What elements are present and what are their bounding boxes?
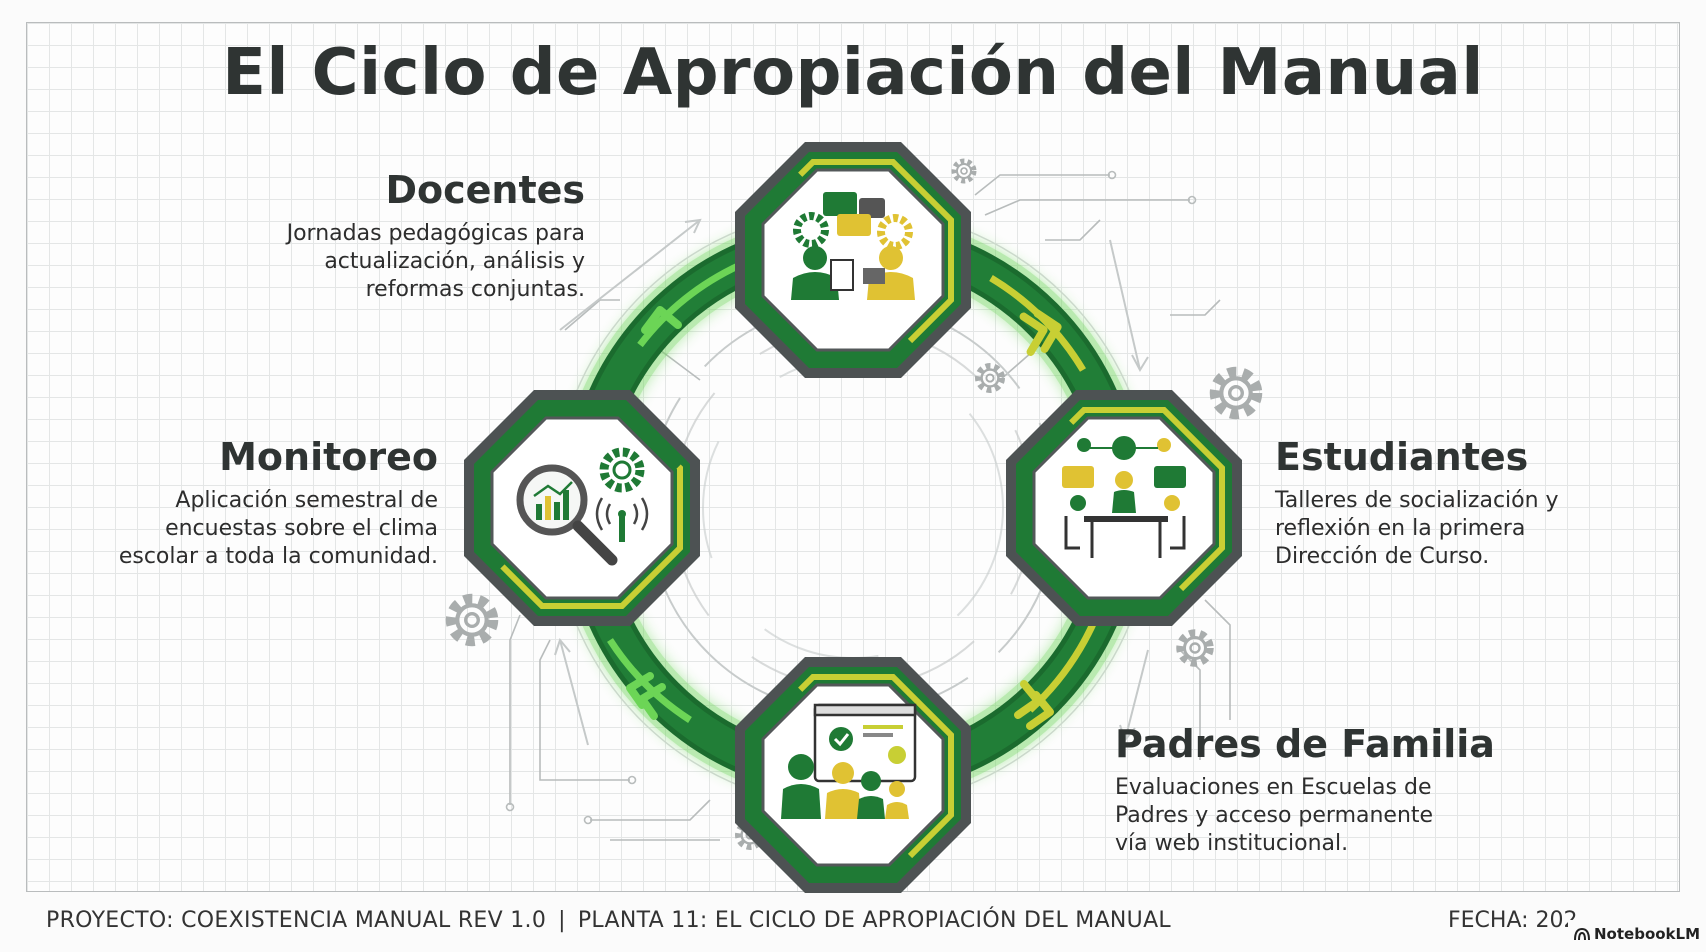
- stage-docentes-heading: Docentes: [385, 168, 585, 212]
- meeting-teachers-icon: [791, 192, 915, 300]
- monitoring-chart-icon: [516, 447, 649, 566]
- stage-monitoreo-heading: Monitoreo: [219, 435, 438, 479]
- stage-padres-text: Evaluaciones en Escuelas de Padres y acc…: [1115, 775, 1434, 856]
- stage-estudiantes-heading: Estudiantes: [1275, 435, 1529, 479]
- direction-arrows: [626, 306, 1062, 730]
- footer-caption: PROYECTO: COEXISTENCIA MANUAL REV 1.0 | PL…: [46, 908, 1171, 933]
- stage-monitoreo: Monitoreo Aplicación semestral de encues…: [80, 435, 438, 571]
- node-estudiantes: [1006, 390, 1242, 626]
- brand-label: NotebookLM: [1594, 925, 1701, 943]
- node-monitoreo: [464, 390, 700, 626]
- stage-padres: Padres de Familia Evaluaciones en Escuel…: [1115, 722, 1555, 858]
- stage-monitoreo-text: Aplicación semestral de encuestas sobre …: [118, 488, 438, 569]
- stage-docentes: Docentes Jornadas pedagógicas para actua…: [170, 168, 585, 304]
- stage-docentes-text: Jornadas pedagógicas para actualización,…: [286, 221, 585, 302]
- footer-project: PROYECTO: COEXISTENCIA MANUAL REV 1.0: [46, 908, 547, 933]
- footer-plan: PLANTA 11: EL CICLO DE APROPIACIÓN DEL M…: [577, 908, 1171, 933]
- footer-date: FECHA: 202: [1448, 908, 1578, 933]
- students-table-icon: [1062, 436, 1186, 558]
- notebooklm-badge: NotebookLM: [1568, 920, 1706, 948]
- node-docentes: [735, 142, 971, 378]
- footer-separator: |: [558, 908, 566, 933]
- notebooklm-logo-icon: [1574, 927, 1590, 941]
- stage-estudiantes: Estudiantes Talleres de socialización y …: [1275, 435, 1675, 571]
- outer-arrows: [554, 218, 1149, 746]
- stage-estudiantes-text: Talleres de socialización y reflexión en…: [1275, 488, 1559, 569]
- node-padres: [735, 657, 971, 893]
- family-web-icon: [781, 703, 917, 819]
- page-title: El Ciclo de Apropiación del Manual: [222, 36, 1484, 110]
- stage-padres-heading: Padres de Familia: [1115, 722, 1495, 766]
